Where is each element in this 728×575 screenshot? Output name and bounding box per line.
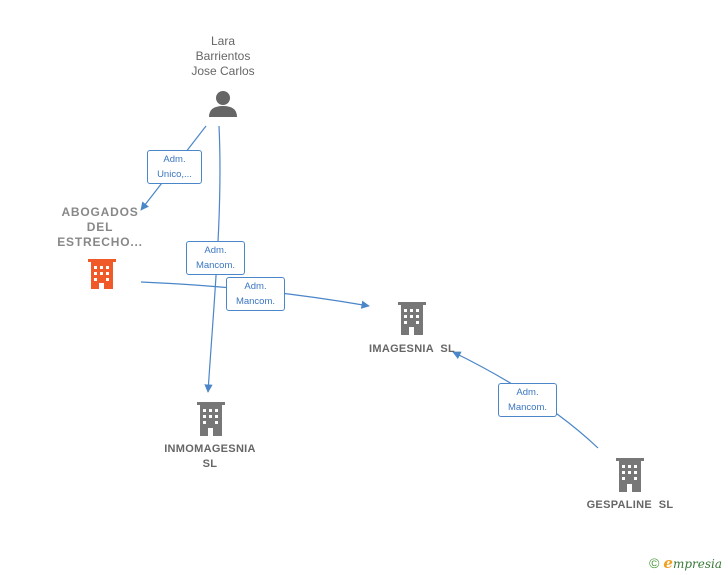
edge-label-abogados-imagesnia[interactable]: Adm. Mancom. <box>226 277 285 311</box>
building-icon-imagesnia[interactable] <box>398 302 426 335</box>
edge-label-person-abogados[interactable]: Adm. Unico,... <box>147 150 202 184</box>
empresia-logo: © empresia <box>649 554 722 572</box>
brand-name: empresia <box>663 554 722 572</box>
edge-label-gespaline-imagesnia[interactable]: Adm. Mancom. <box>498 383 557 417</box>
building-icon-gespaline[interactable] <box>616 458 644 492</box>
copyright-symbol: © <box>649 555 660 571</box>
company-name-inmomagesnia[interactable]: INMOMAGESNIA SL <box>164 443 256 470</box>
edge-label-person-inmomagesnia[interactable]: Adm. Mancom. <box>186 241 245 275</box>
person-name-label[interactable]: Lara Barrientos Jose Carlos <box>191 34 255 78</box>
building-icon-inmomagesnia[interactable] <box>197 402 225 436</box>
company-name-abogados[interactable]: ABOGADOS DEL ESTRECHO... <box>57 205 143 249</box>
company-name-gespaline[interactable]: GESPALINE SL <box>586 499 674 511</box>
company-name-imagesnia[interactable]: IMAGESNIA SL <box>369 343 455 355</box>
person-icon[interactable] <box>209 91 237 117</box>
building-icon-abogados[interactable] <box>88 259 116 289</box>
